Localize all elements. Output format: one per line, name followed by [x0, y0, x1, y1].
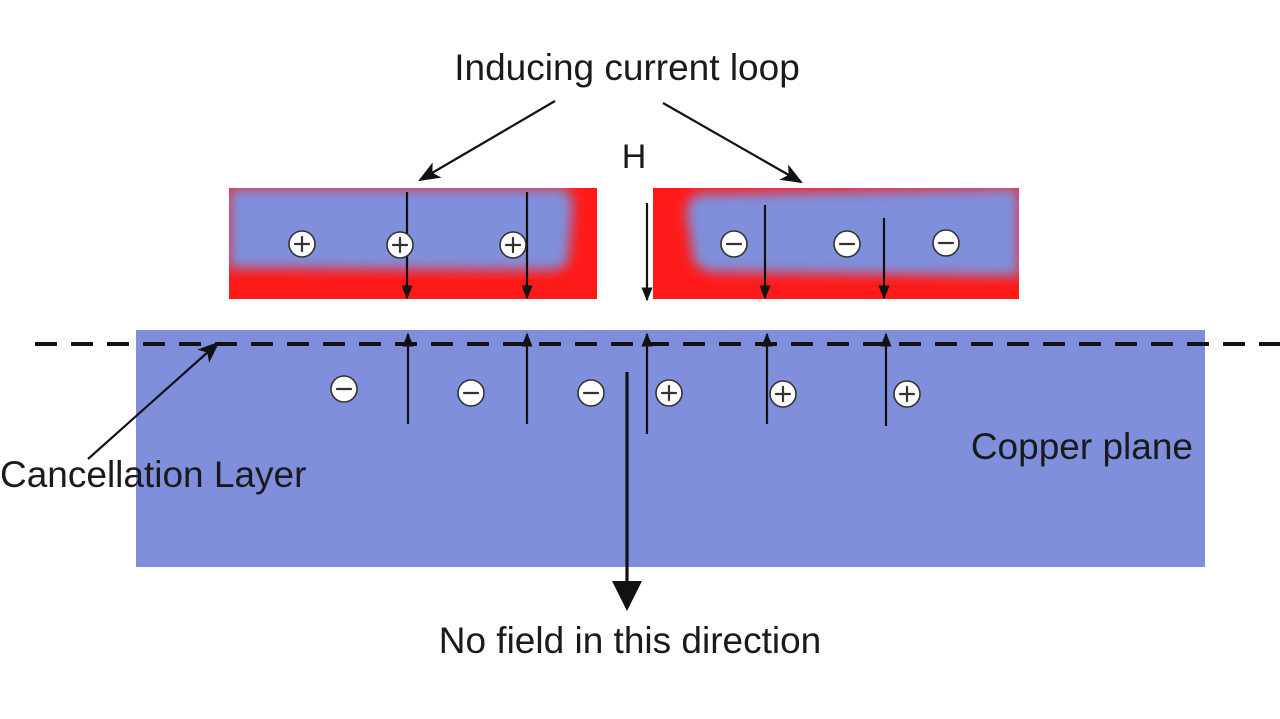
h-field-label: H [622, 138, 647, 176]
plus-sign [655, 379, 683, 407]
plus-sign [386, 231, 414, 259]
minus-sign [457, 379, 485, 407]
no-field-label: No field in this direction [439, 620, 822, 661]
minus-sign [577, 379, 605, 407]
pointer-arrow-left-loop [418, 100, 556, 182]
minus-sign [932, 229, 960, 257]
inducing-loop-label: Inducing current loop [454, 47, 800, 88]
copper-plane-charges [330, 375, 921, 408]
plus-sign [499, 231, 527, 259]
plus-sign [893, 380, 921, 408]
plus-sign [288, 230, 316, 258]
minus-sign [330, 375, 358, 403]
pointer-arrow-cancellation [87, 341, 220, 460]
left-loop-charges [288, 230, 527, 259]
right-loop-charges [720, 229, 960, 258]
pointer-arrow-right-loop [662, 102, 803, 184]
copper-plane-label: Copper plane [971, 426, 1193, 467]
plus-sign [769, 380, 797, 408]
cancellation-layer-label: Cancellation Layer [0, 454, 306, 495]
minus-sign [833, 230, 861, 258]
minus-sign [720, 230, 748, 258]
cancellation-field-arrows [402, 332, 892, 434]
